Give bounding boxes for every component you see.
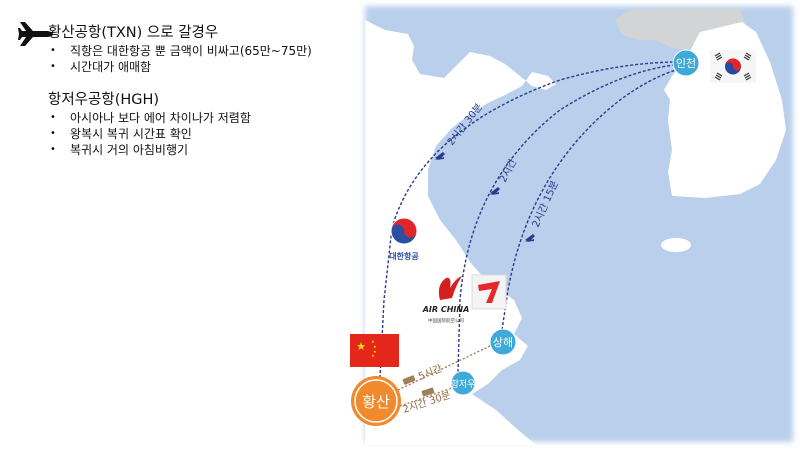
svg-text:AIR CHINA: AIR CHINA: [422, 305, 470, 314]
city-marker-hangzhou: 항저우: [450, 370, 476, 396]
svg-text:★: ★: [356, 340, 366, 353]
airline-7-logo: [471, 274, 507, 310]
air-china-logo: AIR CHINA 中国国际航空公司: [422, 276, 470, 324]
txn-bullets: 직항은 대한항공 뿐 금액이 비싸고(65만~75만) 시간대가 애매함: [48, 43, 312, 75]
svg-text:항저우: 항저우: [451, 379, 476, 390]
notes-panel: 황산공항(TXN) 으로 갈경우 직항은 대한항공 뿐 금액이 비싸고(65만~…: [48, 24, 312, 158]
plane-marker-icon: [434, 152, 445, 160]
svg-text:★: ★: [371, 339, 375, 344]
svg-text:★: ★: [371, 353, 375, 358]
list-item: 시간대가 애매함: [48, 59, 312, 75]
korea-flag: [710, 50, 756, 83]
north-korea-land: [615, 8, 745, 50]
bus-icon: [421, 387, 435, 397]
hgh-heading: 항저우공항(HGH): [48, 92, 160, 108]
plane-marker-icon: [489, 187, 500, 195]
svg-text:황산: 황산: [362, 393, 390, 411]
list-item: 왕복시 복귀 시간표 확인: [48, 126, 312, 142]
route-huangshan-incheon: [379, 61, 675, 379]
txn-heading: 황산공항(TXN) 으로 갈경우: [48, 25, 219, 41]
china-flag: ★ ★ ★ ★ ★: [350, 334, 399, 367]
route-hangzhou-incheon: [457, 64, 675, 373]
bus-icon: [402, 375, 416, 385]
svg-text:★: ★: [373, 349, 377, 354]
list-item: 직항은 대한항공 뿐 금액이 비싸고(65만~75만): [48, 43, 312, 59]
city-marker-shanghai: 상해: [489, 328, 517, 356]
hgh-bullets: 아시아나 보다 에어 차이나가 저렴함 왕복시 복귀 시간표 확인 복귀시 거의…: [48, 110, 312, 158]
svg-text:中国国际航空公司: 中国国际航空公司: [428, 317, 464, 324]
svg-text:인천: 인천: [676, 56, 696, 70]
svg-text:상해: 상해: [493, 335, 513, 349]
plane-marker-icon: [524, 234, 535, 242]
list-item: 아시아나 보다 에어 차이나가 저렴함: [48, 110, 312, 126]
bus-route-huangshan-shanghai: [397, 345, 491, 391]
svg-text:대한항공: 대한항공: [389, 251, 419, 261]
city-marker-incheon: 인천: [672, 49, 700, 77]
bus-route-huangshan-hangzhou: [399, 387, 453, 407]
jeju-island: [661, 238, 691, 252]
city-marker-huangshan: 황산: [351, 376, 401, 426]
airplane-icon: [18, 22, 53, 46]
list-item: 복귀시 거의 아침비행기: [48, 142, 312, 158]
korean-air-logo: 대한항공: [389, 217, 419, 261]
svg-text:★: ★: [373, 344, 377, 349]
